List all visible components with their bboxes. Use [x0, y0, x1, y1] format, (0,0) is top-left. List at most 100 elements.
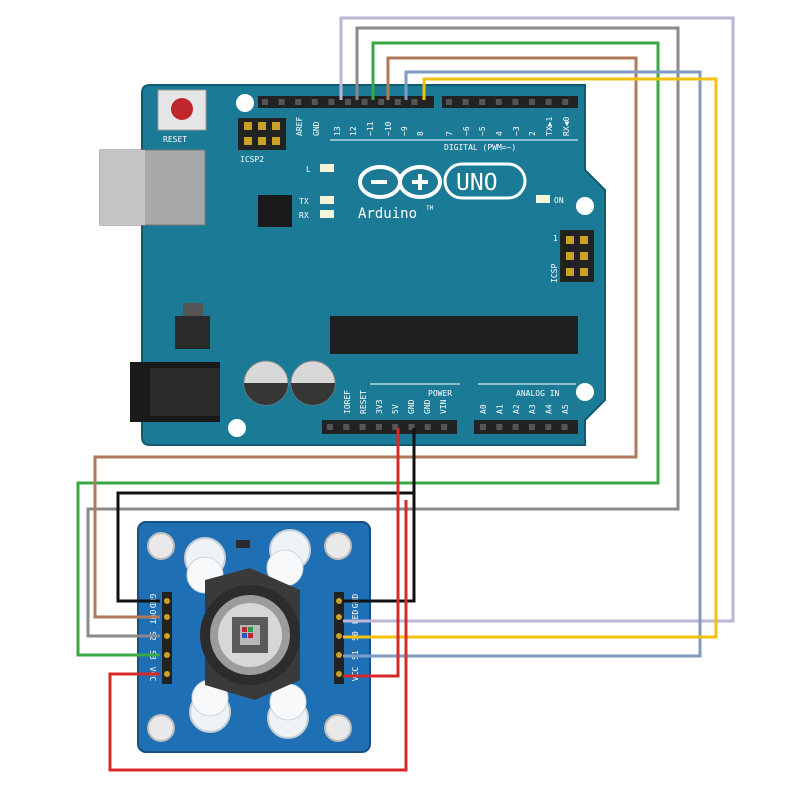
- icsp2-header: [238, 118, 286, 150]
- mounting-hole: [576, 383, 594, 401]
- digital-pin-label: ~9: [400, 126, 409, 136]
- analog-pin-label: A5: [561, 404, 570, 414]
- analog-pin-label: A1: [495, 404, 504, 414]
- analog-pin-label: A0: [479, 404, 488, 414]
- header-pin: [262, 99, 268, 105]
- sensor-right-pin-label: LED: [351, 610, 360, 625]
- header-pin: [512, 424, 519, 430]
- digital-pin-label: ~6: [462, 126, 471, 136]
- digital-pin-label: 7: [445, 131, 454, 136]
- wire-red-left: [108, 500, 408, 772]
- header-pin: [561, 424, 568, 430]
- arduino-uno-board: RESET ICSP2 L: [99, 84, 606, 446]
- sensor-pin: [336, 652, 342, 658]
- reset-button[interactable]: [157, 89, 207, 131]
- wire-green: [76, 41, 660, 657]
- header-pin: [394, 99, 401, 105]
- analog-header: [474, 420, 578, 434]
- header-pin: [479, 99, 486, 105]
- wire-brown: [93, 56, 638, 619]
- arduino-logo: [358, 165, 442, 199]
- digital-pin-label: ~5: [478, 126, 487, 136]
- header-pin: [562, 99, 569, 105]
- capacitor: [243, 360, 289, 406]
- led-rx-label: RX: [299, 211, 309, 220]
- led-on: [536, 195, 550, 203]
- power-header: [322, 420, 457, 434]
- header-pin: [343, 424, 350, 430]
- header-pin: [295, 99, 302, 105]
- capacitor: [290, 360, 336, 406]
- uno-badge: [443, 162, 527, 200]
- power-pin-label: 3V3: [375, 399, 384, 414]
- wires: [76, 16, 735, 772]
- power-label: POWER: [428, 389, 452, 398]
- white-led: [267, 683, 309, 739]
- mounting-hole: [324, 532, 352, 560]
- header-pin: [441, 424, 448, 430]
- mounting-hole: [147, 532, 175, 560]
- header-pin: [375, 424, 382, 430]
- header-pin: [446, 99, 452, 105]
- header-pin: [528, 424, 535, 430]
- mounting-hole: [576, 197, 594, 215]
- led-tx: [320, 196, 334, 204]
- mounting-hole: [324, 714, 352, 742]
- header-pin: [408, 424, 415, 430]
- sensor-pin: [336, 671, 342, 677]
- header-pin: [327, 424, 333, 430]
- white-led: [266, 529, 311, 587]
- power-pin-label: GND: [407, 399, 416, 414]
- wire-gray-light: [339, 16, 735, 623]
- icsp-label: ICSP: [550, 264, 559, 283]
- wire-blue: [343, 70, 702, 658]
- digital-pin-label: GND: [312, 121, 321, 136]
- header-pin: [345, 99, 351, 105]
- sensor-chip: [236, 540, 250, 548]
- sensor-lens-housing: [200, 568, 300, 700]
- led-rx: [320, 210, 334, 218]
- uno-text: UNO: [456, 170, 498, 196]
- digital-pin-label: ~3: [512, 126, 521, 136]
- header-pin: [411, 99, 418, 105]
- sensor-pin: [336, 598, 342, 604]
- sensor-pin: [336, 633, 342, 639]
- sensor-pin: [164, 598, 170, 604]
- sensor-pin: [164, 652, 170, 658]
- usb-chip: [258, 195, 292, 227]
- digital-pin-label: 4: [495, 131, 504, 136]
- analog-pin-label: A2: [512, 404, 521, 414]
- power-jack: [130, 362, 220, 422]
- mounting-hole: [147, 714, 175, 742]
- digital-pin-label: ~11: [366, 121, 375, 136]
- sensor-pin: [164, 633, 170, 639]
- wire-yellow: [343, 77, 718, 639]
- sensor-right-pin-label: VCC: [351, 667, 360, 682]
- wire-red: [343, 428, 400, 678]
- header-pin: [529, 99, 535, 105]
- digital-label: DIGITAL (PWM=~): [444, 143, 516, 152]
- header-pin: [378, 99, 385, 105]
- usb-connector: [99, 149, 206, 226]
- digital-header-right: [442, 96, 578, 108]
- analog-label: ANALOG IN: [516, 389, 560, 398]
- digital-pin-label: RX◀0: [562, 117, 571, 136]
- mounting-hole: [236, 94, 254, 112]
- power-pin-label: RESET: [359, 390, 368, 414]
- icsp-pin1-label: 1: [553, 234, 558, 243]
- digital-pin-label: 12: [349, 126, 358, 136]
- sensor-pin: [164, 614, 170, 620]
- wire-black: [343, 428, 416, 603]
- icsp-header: [560, 230, 594, 282]
- header-pin: [495, 99, 502, 105]
- analog-pin-label: A3: [528, 404, 537, 414]
- header-pin: [392, 424, 399, 430]
- power-pin-label: GND: [423, 399, 432, 414]
- sensor-pin: [164, 671, 170, 677]
- header-pin: [361, 99, 368, 105]
- digital-pin-label: AREF: [295, 117, 304, 136]
- header-pin: [545, 424, 552, 430]
- mounting-hole: [228, 419, 246, 437]
- icsp2-label: ICSP2: [240, 155, 264, 164]
- wire-gray: [86, 26, 680, 638]
